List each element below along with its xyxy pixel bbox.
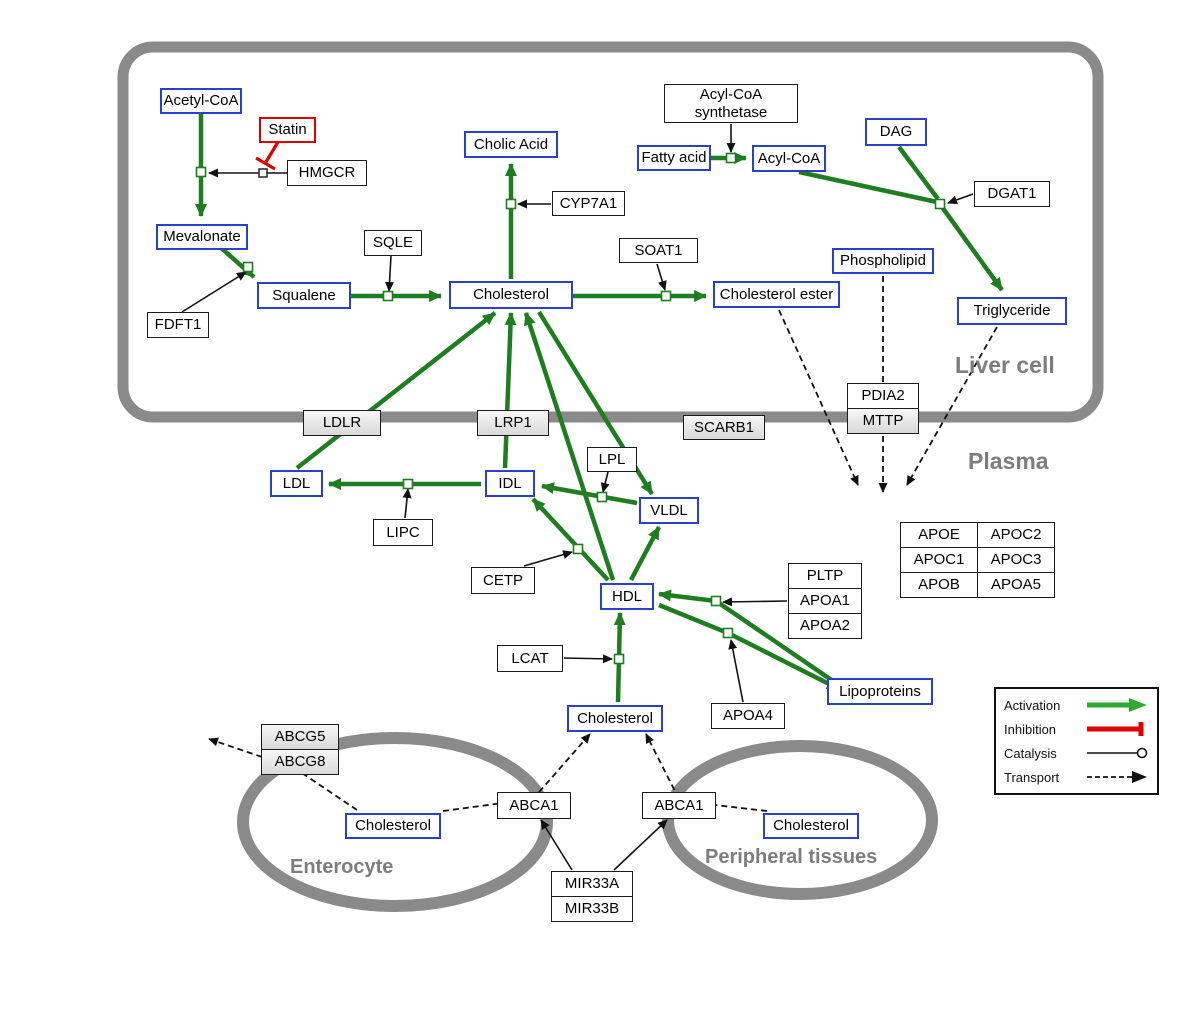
node-acetyl-coa[interactable]: Acetyl-CoA — [160, 88, 242, 114]
node-lipoproteins[interactable]: Lipoproteins — [827, 678, 933, 705]
node-mir33a[interactable]: MIR33A — [551, 871, 633, 897]
node-abca1-peripheral[interactable]: ABCA1 — [642, 792, 716, 819]
node-lipc[interactable]: LIPC — [373, 519, 433, 546]
node-hmgcr[interactable]: HMGCR — [287, 160, 367, 186]
activation-arrow-icon — [1087, 698, 1147, 712]
node-abca1-enterocyte[interactable]: ABCA1 — [497, 792, 571, 819]
node-mevalonate[interactable]: Mevalonate — [156, 224, 248, 250]
peripheral-tissues-label: Peripheral tissues — [705, 846, 878, 868]
node-cholesterol-ester[interactable]: Cholesterol ester — [713, 281, 840, 308]
node-cholesterol-plasma[interactable]: Cholesterol — [567, 705, 663, 732]
enterocyte-label: Enterocyte — [290, 856, 394, 878]
node-apoa5[interactable]: APOA5 — [977, 572, 1055, 598]
node-mttp[interactable]: MTTP — [847, 408, 919, 434]
node-acyl-coa[interactable]: Acyl-CoA — [752, 145, 826, 172]
liver-cell-label: Liver cell — [955, 352, 1055, 378]
node-abcg8[interactable]: ABCG8 — [261, 749, 339, 775]
node-cholesterol-peripheral[interactable]: Cholesterol — [763, 813, 859, 839]
node-statin[interactable]: Statin — [259, 117, 316, 143]
reaction-nodes — [195, 152, 946, 665]
node-lpl[interactable]: LPL — [587, 447, 637, 472]
catalysis-edges — [181, 124, 974, 871]
legend-transport: Transport — [1004, 766, 1149, 788]
legend-inhibition-label: Inhibition — [1004, 721, 1057, 737]
node-acyl-coa-synthetase[interactable]: Acyl-CoA synthetase — [664, 84, 798, 123]
node-pdia2[interactable]: PDIA2 — [847, 383, 919, 409]
node-ldl[interactable]: LDL — [270, 470, 323, 497]
node-dgat1[interactable]: DGAT1 — [974, 181, 1050, 207]
node-soat1[interactable]: SOAT1 — [619, 238, 698, 263]
node-ldlr[interactable]: LDLR — [303, 410, 381, 436]
node-scarb1[interactable]: SCARB1 — [683, 415, 765, 440]
inhibition-tbar-icon — [1087, 722, 1144, 736]
node-apoa2[interactable]: APOA2 — [788, 613, 862, 639]
node-cholesterol-enterocyte[interactable]: Cholesterol — [345, 813, 441, 839]
legend-inhibition: Inhibition — [1004, 718, 1149, 740]
node-apoa1[interactable]: APOA1 — [788, 588, 862, 614]
legend-catalysis-label: Catalysis — [1004, 745, 1057, 761]
node-apoc1[interactable]: APOC1 — [900, 547, 978, 573]
activation-edges — [195, 113, 1004, 703]
legend-activation-label: Activation — [1004, 697, 1061, 713]
transport-dashed-arrow-icon — [1087, 771, 1147, 783]
node-cholic-acid[interactable]: Cholic Acid — [464, 131, 558, 158]
node-sqle[interactable]: SQLE — [364, 230, 422, 256]
node-cholesterol-liver[interactable]: Cholesterol — [449, 281, 573, 309]
node-apoc2[interactable]: APOC2 — [977, 522, 1055, 548]
node-dag[interactable]: DAG — [865, 118, 927, 146]
node-hdl[interactable]: HDL — [600, 583, 654, 610]
node-cyp7a1[interactable]: CYP7A1 — [552, 191, 625, 216]
node-fdft1[interactable]: FDFT1 — [147, 312, 209, 338]
legend-catalysis: Catalysis — [1004, 742, 1149, 764]
node-pltp[interactable]: PLTP — [788, 563, 862, 589]
node-triglyceride[interactable]: Triglyceride — [957, 297, 1067, 325]
node-idl[interactable]: IDL — [485, 470, 535, 497]
node-apoe[interactable]: APOE — [900, 522, 978, 548]
node-mir33b[interactable]: MIR33B — [551, 896, 633, 922]
plasma-label: Plasma — [968, 448, 1049, 474]
inhibition-edge — [255, 141, 280, 171]
node-lrp1[interactable]: LRP1 — [477, 410, 549, 436]
legend: Activation Inhibition Catalysis Transpor… — [994, 687, 1159, 795]
legend-transport-label: Transport — [1004, 769, 1060, 785]
node-phospholipid[interactable]: Phospholipid — [832, 248, 934, 274]
catalysis-circle-icon — [1087, 747, 1148, 759]
node-vldl[interactable]: VLDL — [639, 497, 699, 524]
node-abcg5[interactable]: ABCG5 — [261, 724, 339, 750]
node-lcat[interactable]: LCAT — [497, 645, 563, 672]
node-apob[interactable]: APOB — [900, 572, 978, 598]
node-cetp[interactable]: CETP — [471, 567, 535, 594]
node-squalene[interactable]: Squalene — [257, 282, 351, 309]
node-apoa4[interactable]: APOA4 — [711, 703, 785, 729]
peripheral-tissues-membrane — [662, 740, 938, 900]
node-fatty-acid[interactable]: Fatty acid — [637, 145, 711, 171]
liver-cell-membrane — [117, 41, 1104, 423]
node-apoc3[interactable]: APOC3 — [977, 547, 1055, 573]
legend-activation: Activation — [1004, 694, 1149, 716]
